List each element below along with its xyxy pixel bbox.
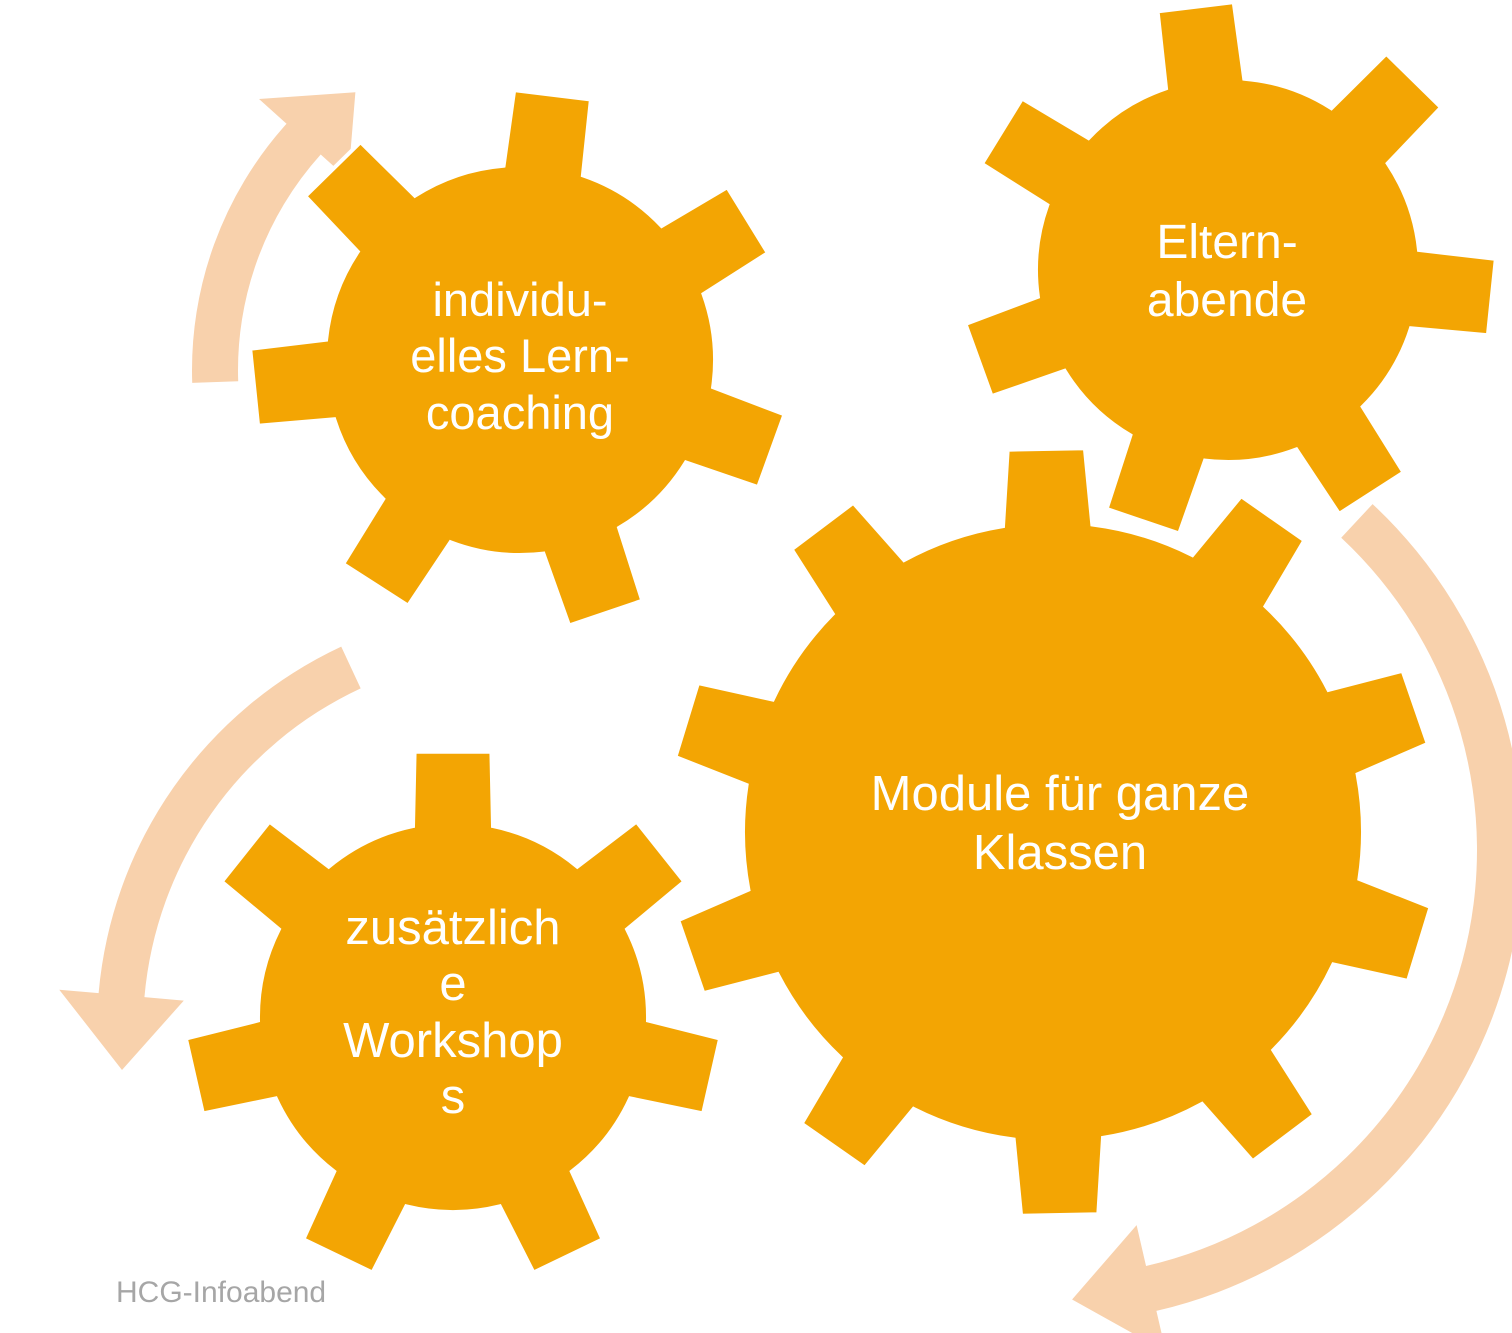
- gears: [183, 0, 1498, 1276]
- gear-label-elternabende: Eltern- abende: [1067, 214, 1387, 329]
- gear-label-line: Eltern-: [1156, 216, 1298, 269]
- gear-module-icon: [672, 446, 1434, 1218]
- footer-text: HCG-Infoabend: [116, 1276, 327, 1309]
- gear-label-line: Module für ganze: [870, 767, 1250, 821]
- gear-label-line: e: [439, 957, 467, 1012]
- gear-label-workshops: zusätzlich e Workshop s: [298, 900, 608, 1125]
- arrow-left-icon: [59, 646, 361, 1071]
- arrow-upper-left-icon: [192, 92, 356, 383]
- gear-workshops-icon: [183, 749, 723, 1276]
- arrow-right-icon: [1072, 504, 1512, 1333]
- gear-label-line: Klassen: [972, 825, 1148, 880]
- gear-lerncoaching-icon: [248, 87, 788, 629]
- gear-label-line: abende: [1146, 273, 1308, 327]
- gear-label-module: Module für ganze Klassen: [810, 765, 1310, 883]
- gear-elternabende-icon: [962, 0, 1498, 537]
- gear-label-lerncoaching: individu- elles Lern- coaching: [360, 272, 680, 441]
- gear-label-line: Workshop: [343, 1013, 563, 1068]
- cycle-arrows: [59, 92, 1512, 1333]
- gear-label-line: zusätzlich: [345, 901, 561, 955]
- gear-label-line: individu-: [432, 273, 608, 326]
- gear-label-line: elles Lern-: [410, 329, 630, 383]
- gear-label-line: coaching: [425, 385, 615, 439]
- gear-label-line: s: [440, 1070, 466, 1125]
